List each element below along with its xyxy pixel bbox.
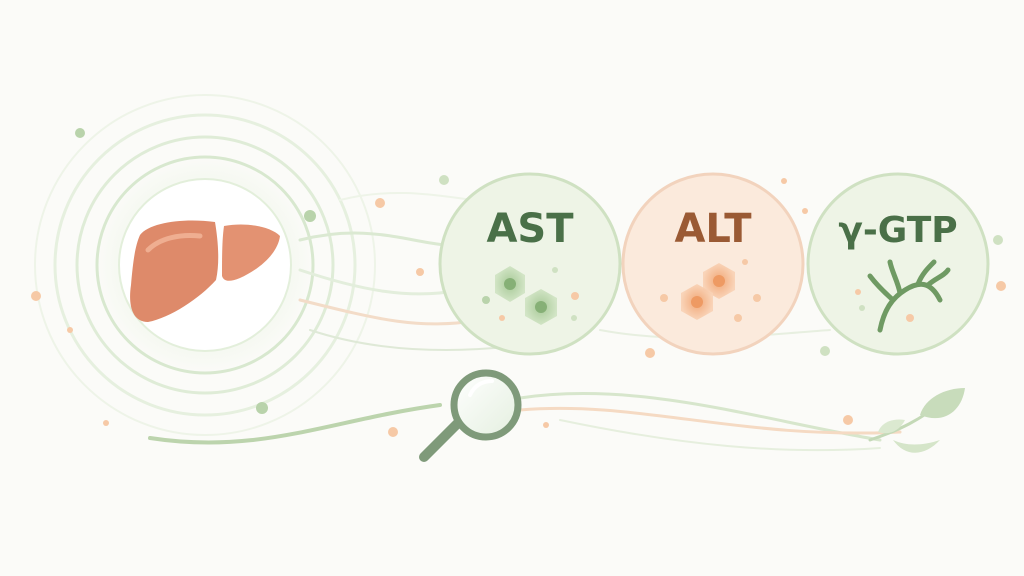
marker-ggtp: γ-GTP — [806, 172, 990, 356]
marker-ast: AST — [438, 172, 622, 356]
decorative-dots — [31, 128, 1006, 437]
liver-icon — [130, 220, 280, 322]
marker-ggtp-label: γ-GTP — [838, 210, 957, 251]
hepatocyte-cells-icon — [482, 266, 579, 325]
hepatocyte-cells-icon — [660, 259, 761, 322]
marker-ast-label: AST — [486, 206, 574, 252]
marker-alt-label: ALT — [674, 206, 752, 252]
leaf-sprig-icon — [868, 388, 965, 453]
bile-duct-branch-icon — [855, 259, 951, 333]
magnifying-glass-icon — [419, 369, 522, 462]
marker-alt: ALT — [621, 172, 805, 356]
